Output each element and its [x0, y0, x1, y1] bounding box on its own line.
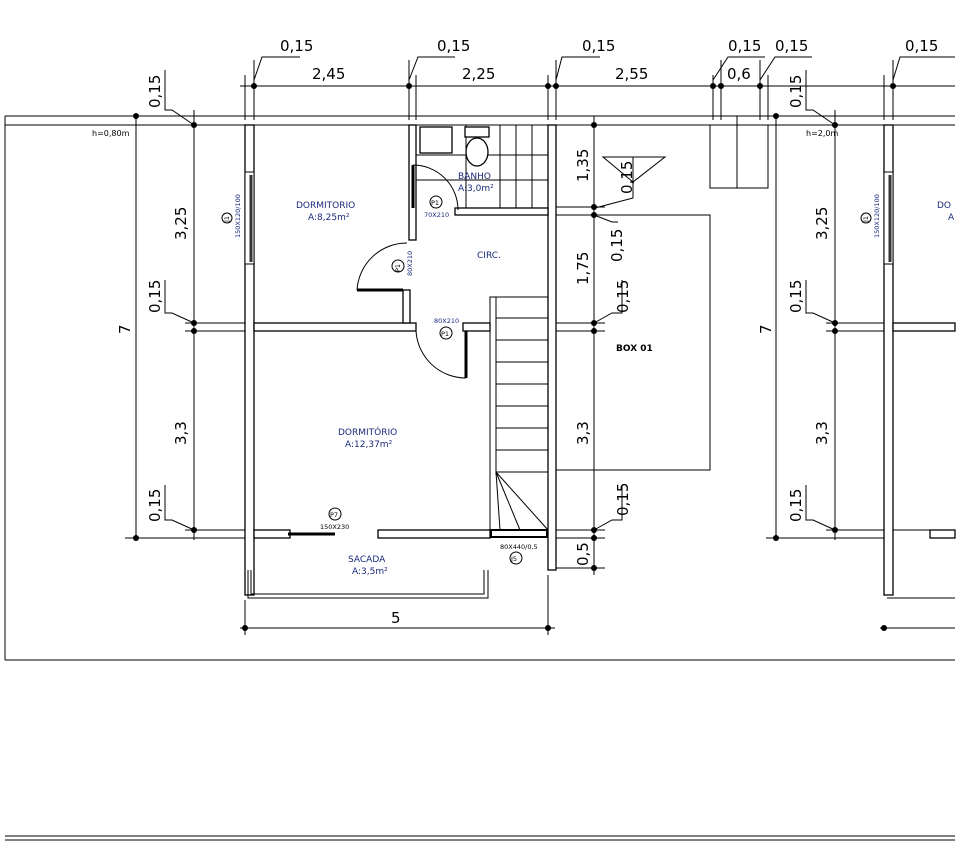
dim-right-2: 0,15 — [608, 229, 626, 262]
dorm1-area: A:8,25m² — [308, 213, 350, 223]
dim-right-3: 1,75 — [574, 252, 592, 285]
openings: J1 150X120/100 P1 70X210 P1 80X210 P1 80… — [221, 164, 548, 565]
dim-r-unit-1: 0,15 — [787, 75, 805, 108]
dim-top-3: 0,15 — [437, 37, 470, 55]
p1-dorm1-tag: P1 — [394, 264, 402, 272]
box-name: BOX 01 — [616, 344, 653, 354]
dim-top-9: 0,6 — [727, 65, 751, 83]
door-swing-banho — [412, 164, 459, 211]
dim-left-3: 0,15 — [146, 280, 164, 313]
p1-banho-size: 70X210 — [424, 211, 449, 219]
dim-top-8: 0,15 — [775, 37, 808, 55]
p7-tag: P7 — [330, 511, 338, 519]
sacada-area: A:3,5m² — [352, 567, 388, 577]
dim-r-unit-2: 3,25 — [813, 207, 831, 240]
door-swing-dorm2 — [415, 330, 467, 379]
j1-size: 150X120/100 — [234, 194, 242, 238]
dim-bottom: 5 — [391, 609, 401, 627]
dim-right-7: 0,5 — [574, 542, 592, 566]
p1-dorm1-size: 80X210 — [406, 251, 414, 276]
p7-size: 150X230 — [320, 523, 349, 531]
level-left: h=0,80m — [92, 129, 130, 138]
j5-size: 80X440/0,5 — [500, 543, 538, 551]
dim-left-4: 3,3 — [172, 421, 190, 445]
level-right: h=2,0m — [806, 129, 838, 138]
banho-name: BANHO — [458, 172, 491, 182]
dim-left-1: 0,15 — [146, 75, 164, 108]
box-area: 0,15 — [555, 116, 769, 471]
dim-right-1: 1,35 — [574, 149, 592, 182]
dim-top-6: 2,55 — [615, 65, 648, 83]
toilet-icon — [465, 137, 489, 167]
adjacent-unit: J1 150X120/100 DO A h=2,0m 0,15 3,25 0,1… — [757, 70, 956, 631]
dim-top-1: 0,15 — [280, 37, 313, 55]
j1r-size: 150X120/100 — [873, 194, 881, 238]
j1-tag: J1 — [223, 216, 231, 223]
dim-right-6: 0,15 — [614, 483, 632, 516]
stair-steps — [495, 317, 549, 531]
dorm2-name: DORMITÓRIO — [338, 426, 397, 438]
dim-left-5: 0,15 — [146, 489, 164, 522]
dim-left-total: 7 — [116, 324, 134, 334]
p1-dorm2-tag: P1 — [441, 330, 449, 338]
dim-top-2: 2,45 — [312, 65, 345, 83]
sink-icon — [419, 126, 453, 154]
circ-name: CIRC. — [477, 251, 501, 261]
toilet-tank-icon — [464, 126, 490, 138]
dim-top-7: 0,15 — [728, 37, 761, 55]
dorm2-area: A:12,37m² — [345, 440, 393, 450]
dorm1-name: DORMITORIO — [296, 201, 355, 211]
level-marker: 0,15 — [618, 161, 636, 194]
dim-r-unit-3: 0,15 — [787, 280, 805, 313]
j5-tag: J5 — [510, 555, 517, 563]
dim-top-10: 0,15 — [905, 37, 938, 55]
walls — [244, 124, 557, 599]
sacada-name: SACADA — [348, 555, 386, 565]
top-dimensions: 0,15 2,45 0,15 2,25 0,15 2,55 0,15 0,15 … — [240, 37, 955, 120]
dim-right-5: 3,3 — [574, 421, 592, 445]
dim-r-unit-4: 3,3 — [813, 421, 831, 445]
dorm-right-name: DO — [937, 201, 951, 211]
door-swing-dorm1 — [356, 242, 408, 291]
dim-top-4: 2,25 — [462, 65, 495, 83]
left-dimensions: 0,15 3,25 0,15 3,3 0,15 7 h=0,80m — [92, 70, 250, 541]
right-dimensions: 1,35 0,15 1,75 0,15 3,3 0,15 0,5 — [556, 116, 632, 575]
dim-r-unit-5: 0,15 — [787, 489, 805, 522]
dorm-right-area: A — [948, 213, 955, 223]
p1-banho-tag: P1 — [431, 199, 439, 207]
bottom-dimension: 5 — [240, 575, 555, 635]
dim-right-4: 0,15 — [614, 280, 632, 313]
p1-dorm2-size: 80X210 — [434, 317, 459, 325]
j1r-tag: J1 — [862, 216, 870, 223]
banho-area: A:3,0m² — [458, 184, 494, 194]
dim-top-5: 0,15 — [582, 37, 615, 55]
room-labels: DORMITORIO A:8,25m² DORMITÓRIO A:12,37m²… — [296, 172, 653, 577]
dim-left-2: 3,25 — [172, 207, 190, 240]
dim-r-unit-total: 7 — [757, 324, 775, 334]
